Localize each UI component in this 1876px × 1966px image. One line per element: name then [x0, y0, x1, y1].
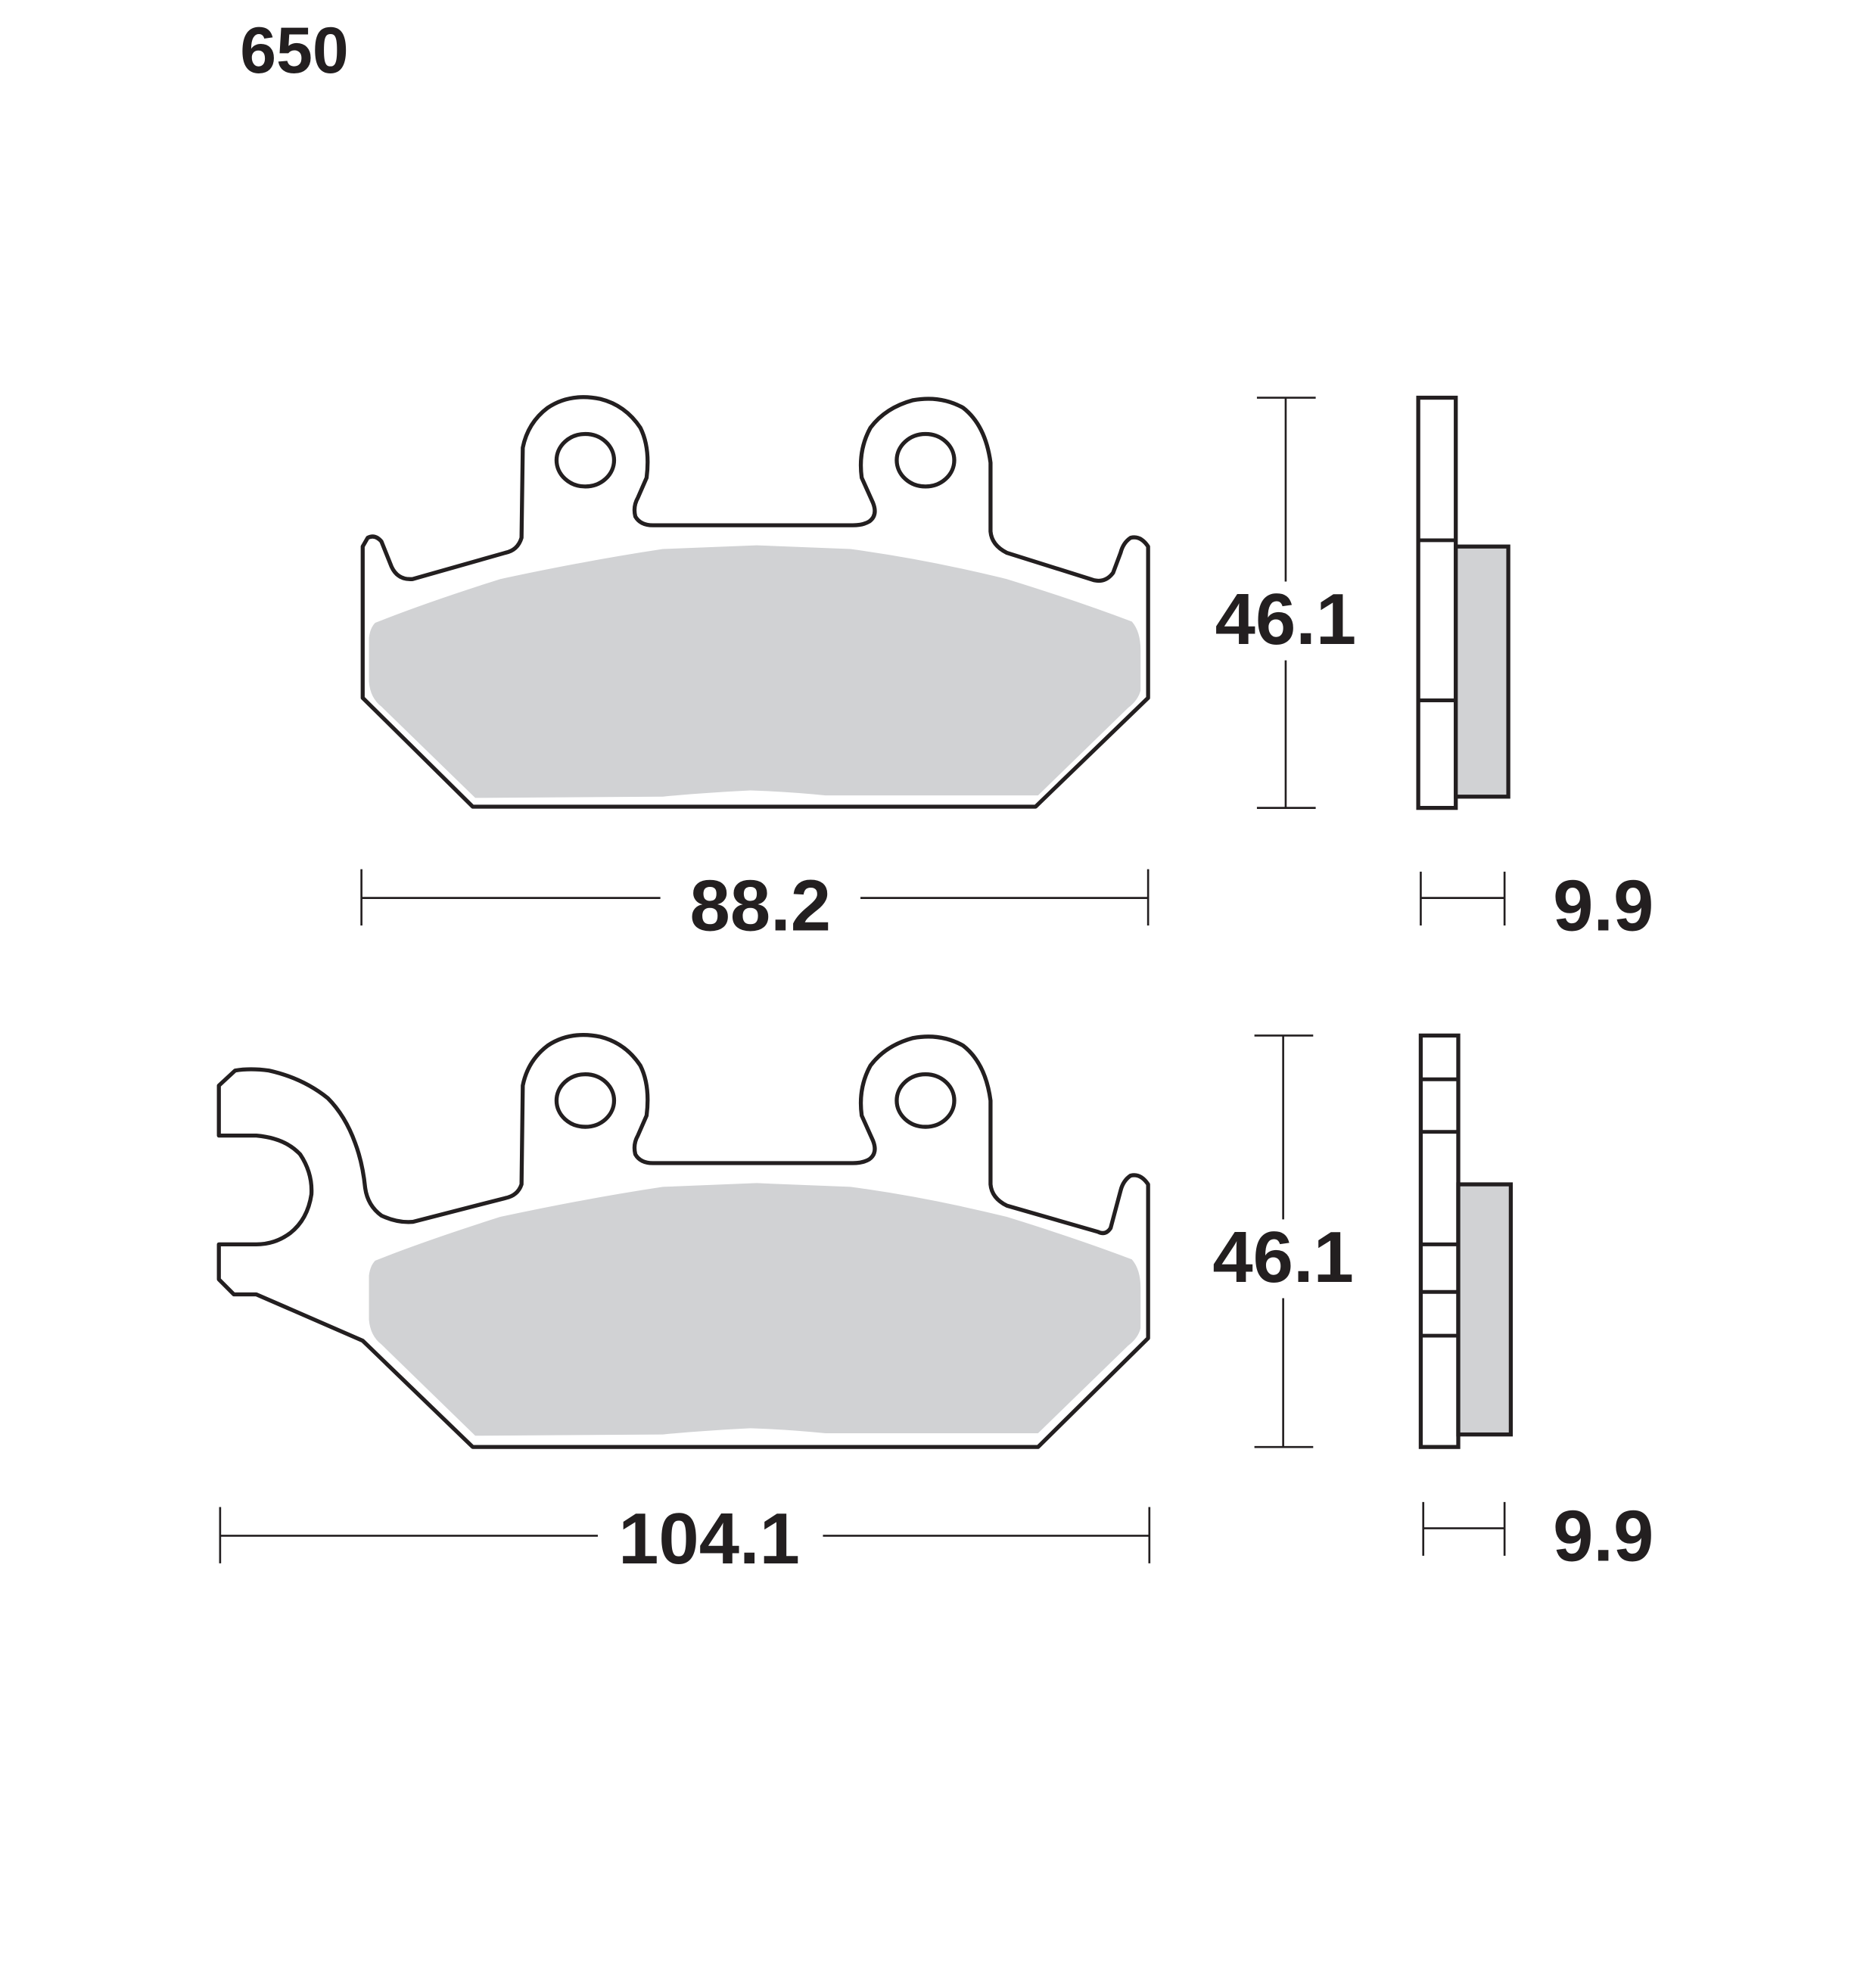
pad-1-mounting-hole-left [554, 431, 617, 489]
pad-2-side-view [1418, 1033, 1514, 1449]
pad-1-width-label: 88.2 [690, 866, 832, 947]
pad-2-mounting-hole-left [554, 1072, 617, 1129]
pad-1-front-view [360, 395, 1150, 809]
pad-1-side-friction [1454, 544, 1510, 799]
part-number: 650 [240, 14, 348, 87]
pad-2-side-friction [1456, 1182, 1514, 1437]
pad-1-friction-material [369, 545, 1141, 798]
pad-2-front-view [216, 1033, 1150, 1449]
pad-2-thickness-dimension: 9.9 [1422, 1496, 1654, 1577]
pad-1-height-label: 46.1 [1215, 579, 1357, 660]
pad-1-thickness-label: 9.9 [1553, 866, 1654, 947]
pad-1-thickness-dimension: 9.9 [1420, 866, 1654, 947]
pad-1-height-dimension: 46.1 [1215, 397, 1357, 809]
pad-1-width-dimension: 88.2 [360, 866, 1150, 947]
pad-2-height-label: 46.1 [1212, 1217, 1354, 1298]
pad-1-side-view [1416, 395, 1510, 810]
pad-2-height-dimension: 46.1 [1212, 1034, 1354, 1448]
pad-2-mounting-hole-right [894, 1072, 957, 1129]
pad-2-thickness-label: 9.9 [1553, 1496, 1654, 1577]
pad-2-width-dimension: 104.1 [219, 1498, 1151, 1579]
pad-2-friction-material [369, 1183, 1141, 1436]
pad-2-width-label: 104.1 [618, 1498, 800, 1579]
pad-1-mounting-hole-right [894, 431, 957, 489]
